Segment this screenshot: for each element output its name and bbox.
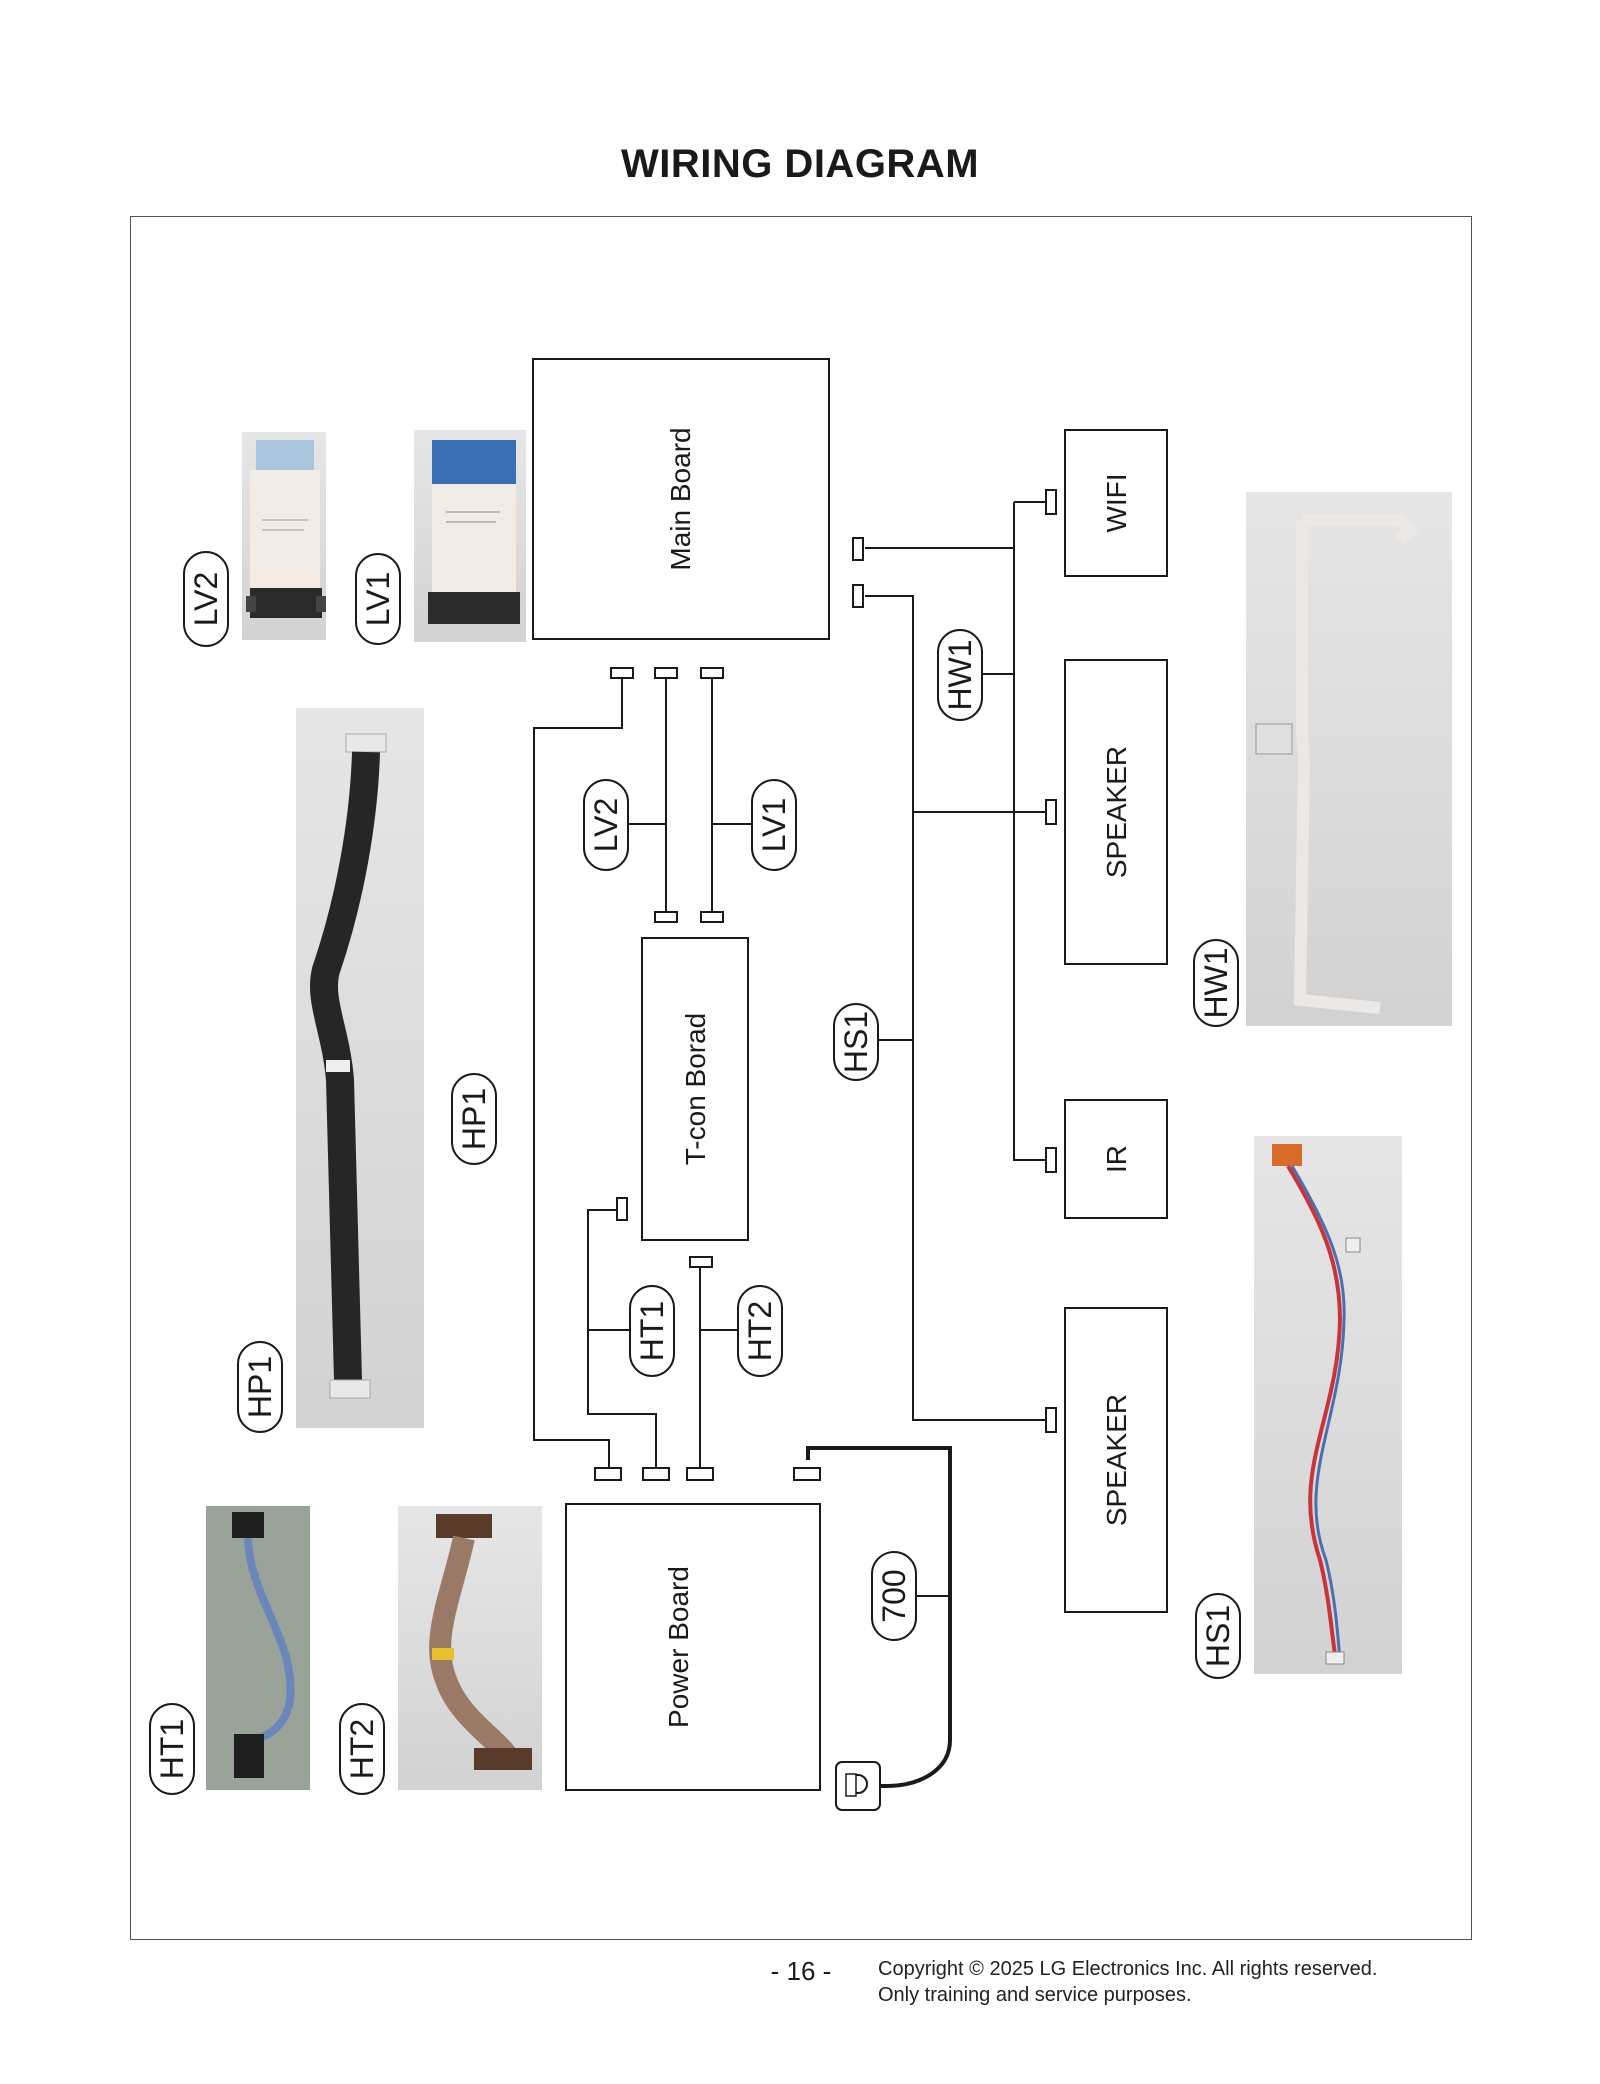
- connector-ir: [1045, 1147, 1057, 1173]
- ht2-label: HT2: [737, 1285, 783, 1377]
- svg-text:HS1: HS1: [1200, 1605, 1236, 1667]
- lv2-cable-photo: [242, 432, 326, 640]
- connector-ht1-power: [642, 1467, 670, 1481]
- connector-wifi: [1045, 489, 1057, 515]
- hs1-cable-photo: [1254, 1136, 1402, 1674]
- copyright-notice: Copyright © 2025 LG Electronics Inc. All…: [878, 1956, 1377, 2008]
- hw1-cable-photo: [1246, 492, 1452, 1026]
- lv2-label: LV2: [583, 779, 629, 871]
- power-cord-700: [806, 1446, 952, 1788]
- lv2-photo-label: LV2: [183, 551, 229, 647]
- svg-text:HS1: HS1: [838, 1011, 874, 1073]
- ir-module: IR: [1064, 1099, 1168, 1219]
- connector-700-power: [793, 1467, 821, 1481]
- connector-hw1-main: [852, 537, 864, 561]
- svg-text:HT2: HT2: [742, 1301, 778, 1361]
- hw1-label: HW1: [937, 629, 983, 721]
- svg-text:HW1: HW1: [942, 639, 978, 710]
- lv1-photo-label: LV1: [355, 553, 401, 645]
- connector-ht2-power: [686, 1467, 714, 1481]
- connector-lv2-tcon: [654, 911, 678, 923]
- lv1-label: LV1: [751, 779, 797, 871]
- svg-text:LV1: LV1: [756, 798, 792, 853]
- main-board: Main Board: [532, 358, 830, 640]
- connectors: [594, 489, 1057, 1481]
- ht1-label: HT1: [629, 1285, 675, 1377]
- svg-text:WIFI: WIFI: [1101, 473, 1132, 532]
- hs1-label: HS1: [833, 1003, 879, 1081]
- svg-text:T-con Borad: T-con Borad: [680, 1013, 711, 1166]
- hp1-cable-photo: [296, 708, 424, 1428]
- svg-text:SPEAKER: SPEAKER: [1101, 1394, 1132, 1526]
- hw1-photo-label: HW1: [1193, 939, 1239, 1027]
- wifi-module: WIFI: [1064, 429, 1168, 577]
- svg-text:HP1: HP1: [456, 1088, 492, 1150]
- svg-text:IR: IR: [1101, 1145, 1132, 1173]
- connector-lv1-main: [700, 667, 724, 679]
- svg-text:700: 700: [876, 1569, 912, 1622]
- page-title: WIRING DIAGRAM: [620, 142, 980, 186]
- ht1-photo-label: HT1: [149, 1703, 195, 1795]
- tcon-board: T-con Borad: [641, 937, 749, 1241]
- lv1-cable-photo: [414, 430, 526, 642]
- hs1-photo-label: HS1: [1195, 1593, 1241, 1679]
- svg-text:Main Board: Main Board: [665, 427, 696, 570]
- svg-text:LV1: LV1: [360, 572, 396, 627]
- c700-label: 700: [871, 1551, 917, 1641]
- svg-text:HW1: HW1: [1198, 947, 1234, 1018]
- ht1-cable-photo: [206, 1506, 310, 1790]
- connector-ht1-tcon: [616, 1197, 628, 1221]
- connector-hp1-power: [594, 1467, 622, 1481]
- hp1-wire: [533, 677, 623, 1468]
- ht2-photo-label: HT2: [339, 1703, 385, 1795]
- svg-text:LV2: LV2: [588, 798, 624, 853]
- connector-speaker-bottom: [1045, 1407, 1057, 1433]
- svg-text:LV2: LV2: [188, 572, 224, 627]
- copyright-line-2: Only training and service purposes.: [878, 1984, 1192, 2006]
- diagram-frame: [130, 216, 1472, 1940]
- connector-ht2-tcon: [689, 1256, 713, 1268]
- speaker-top: SPEAKER: [1064, 659, 1168, 965]
- svg-text:HT1: HT1: [634, 1301, 670, 1361]
- speaker-bottom: SPEAKER: [1064, 1307, 1168, 1613]
- hp1-label: HP1: [451, 1073, 497, 1165]
- svg-text:HT2: HT2: [344, 1719, 380, 1779]
- power-board: Power Board: [565, 1503, 821, 1791]
- page-number: - 16 -: [770, 1956, 832, 1986]
- ht1-wire: [587, 1209, 657, 1468]
- ht2-cable-photo: [398, 1506, 542, 1790]
- connector-hp1-main: [610, 667, 634, 679]
- connector-hs1-main: [852, 584, 864, 608]
- wire-lines: [533, 501, 1048, 1468]
- svg-text:HT1: HT1: [154, 1719, 190, 1779]
- hp1-photo-label: HP1: [237, 1341, 283, 1433]
- ac-plug-icon: [835, 1761, 881, 1811]
- copyright-line-1: Copyright © 2025 LG Electronics Inc. All…: [878, 1958, 1378, 1980]
- hw1-trunk: [1013, 502, 1048, 1161]
- connector-lv2-main: [654, 667, 678, 679]
- connector-lv1-tcon: [700, 911, 724, 923]
- svg-text:HP1: HP1: [242, 1356, 278, 1418]
- connector-speaker-top: [1045, 799, 1057, 825]
- svg-text:Power Board: Power Board: [663, 1566, 694, 1728]
- hs1-wire: [865, 595, 1048, 1421]
- svg-text:SPEAKER: SPEAKER: [1101, 746, 1132, 878]
